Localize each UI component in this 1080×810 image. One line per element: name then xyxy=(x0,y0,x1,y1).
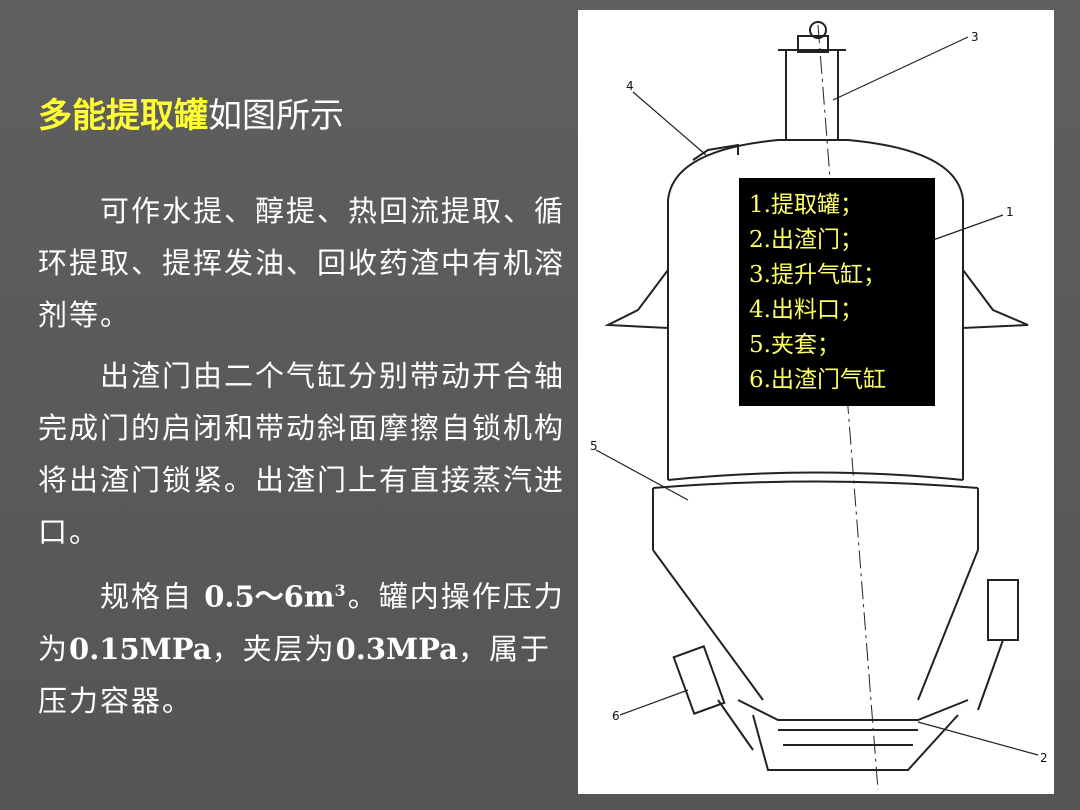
tank-dome xyxy=(667,139,964,201)
lift-cylinder-eye xyxy=(809,21,827,39)
cone-right xyxy=(917,549,979,701)
spec-volume: 0.5～6m xyxy=(204,579,335,614)
legend-item-3: 3.提升气缸； xyxy=(749,262,886,288)
title-highlight: 多能提取罐 xyxy=(38,96,208,136)
paragraph-uses: 可作水提、醇提、热回流提取、循环提取、提挥发油、回收药渣中有机溶剂等。 xyxy=(38,194,566,332)
paragraph-door: 出渣门由二个气缸分别带动开合轴完成门的启闭和带动斜面摩擦自锁机构将出渣门锁紧。出… xyxy=(38,359,566,549)
callout-6: 6 xyxy=(612,709,620,723)
parts-legend: 1.提取罐； 2.出渣门； 3.提升气缸； 4.出料口； 5.夹套； 6.出渣门… xyxy=(739,178,935,406)
callout-5: 5 xyxy=(590,439,598,453)
callout-4: 4 xyxy=(626,79,634,93)
spec-text-c: ，夹层为 xyxy=(211,631,336,666)
slide-title: 多能提取罐如图所示 xyxy=(38,88,344,137)
paragraph-spec: 规格自 0.5～6m3。罐内操作压力为0.15MPa，夹层为0.3MPa，属于压… xyxy=(38,565,568,727)
title-rest: 如图所示 xyxy=(208,96,344,136)
discharge-door xyxy=(752,714,959,771)
support-lug-left xyxy=(604,267,669,330)
callout-2: 2 xyxy=(1040,751,1048,765)
callout-1: 1 xyxy=(1006,205,1014,219)
support-lug-right xyxy=(962,267,1029,330)
spec-pressure-inner: 0.15MPa xyxy=(69,631,212,666)
tank-drawing: 3 4 1 5 6 2 xyxy=(590,21,1048,791)
legend-item-1: 1.提取罐； xyxy=(749,192,863,218)
door-cylinder-right xyxy=(987,579,1019,641)
legend-item-6: 6.出渣门气缸 xyxy=(749,367,886,393)
cone-left xyxy=(652,549,764,701)
lift-cylinder-body xyxy=(785,49,839,141)
spec-pressure-jacket: 0.3MPa xyxy=(335,631,458,666)
legend-item-4: 4.出料口； xyxy=(749,297,863,323)
legend-item-5: 5.夹套； xyxy=(749,332,840,358)
spec-text-d: ，属于压力容器。 xyxy=(38,631,551,718)
jacket xyxy=(652,480,979,489)
spec-text-b: 。罐内操作压力为 xyxy=(38,579,565,666)
legend-item-2: 2.出渣门； xyxy=(749,227,863,253)
spec-text-a: 规格自 xyxy=(100,579,205,614)
spec-superscript: 3 xyxy=(334,581,348,600)
callout-3: 3 xyxy=(971,30,979,44)
door-cylinder-left xyxy=(672,645,726,715)
